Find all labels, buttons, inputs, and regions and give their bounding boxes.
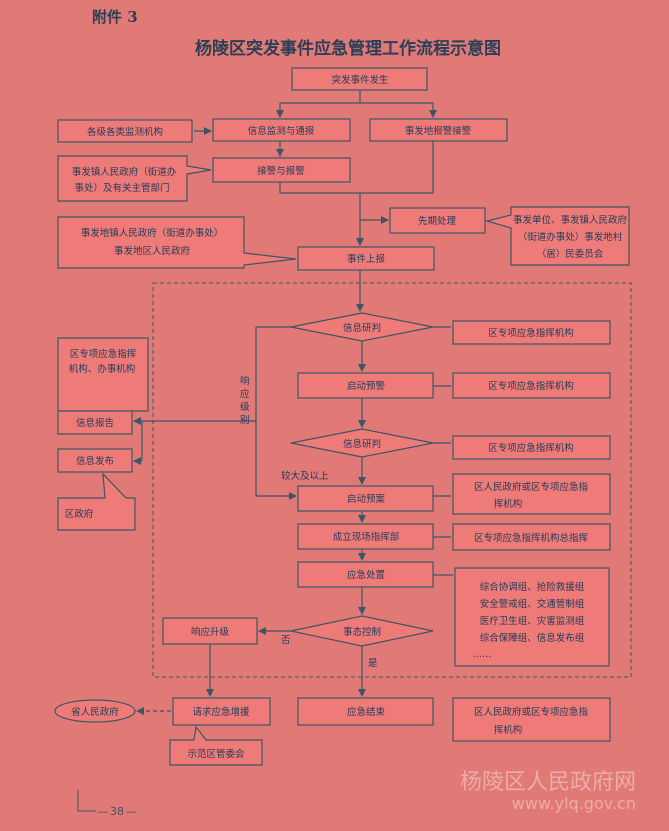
receive-src-line-2: 事处）及有关主管部门 (74, 182, 169, 194)
upreport-label: 事件上报 (347, 253, 386, 265)
response-level-char-4: 别 (240, 415, 250, 426)
site-box (297, 523, 434, 550)
receive-label: 接警与报警 (257, 165, 305, 177)
page-title: 杨陵区突发事件应急管理工作流程示意图 (195, 38, 501, 59)
yes-label: 是 (368, 658, 378, 669)
handle-src-line-3: 医疗卫生组、灾害监测组 (480, 615, 585, 627)
province-label: 省人民政府 (71, 706, 119, 718)
watermark-url: www.ylq.gov.cn (512, 794, 636, 813)
receive-src-callout (57, 155, 212, 202)
handle-label: 应急处置 (347, 569, 385, 581)
judge1-src-label: 区专项应急指挥机构 (488, 327, 574, 339)
response-level-char-2: 应 (240, 388, 250, 400)
upgrade-label: 响应升级 (191, 626, 230, 638)
response-level-char-3: 级 (240, 401, 250, 413)
end-src-line-1: 区人民政府或区专项应急指 (474, 706, 589, 718)
response-level-char-1: 响 (240, 375, 250, 387)
handle-src-line-4: 综合保障组、信息发布组 (480, 632, 585, 644)
info-publish-src-label: 区政府 (65, 508, 94, 520)
request-label: 请求应急增援 (192, 706, 250, 718)
early-box (389, 207, 486, 234)
monitor-box (212, 118, 351, 142)
upgrade-box (162, 617, 258, 645)
upreport-src-line-2: 事发地区人民政府 (114, 245, 191, 257)
upreport-src-callout (57, 216, 297, 269)
receive-box (212, 157, 351, 183)
warn-label: 启动预警 (347, 380, 386, 392)
watermark-name: 杨陵区人民政府网 (460, 770, 636, 795)
handle-src-box (454, 567, 610, 667)
province-ellipse (54, 699, 136, 723)
info-publish-src-callout (57, 472, 136, 531)
end-src-line-2: 挥机构 (494, 724, 523, 736)
site-src-label: 区专项应急指挥机构总指挥 (474, 532, 589, 544)
attachment-label: 附件 3 (92, 8, 138, 26)
upreport-box (297, 246, 435, 271)
info-publish-label: 信息发布 (76, 455, 114, 467)
major-label: 较大及以上 (281, 470, 329, 482)
plan-label: 启动预案 (347, 493, 386, 505)
handle-src-line-1: 综合协调组、抢险救援组 (480, 581, 585, 593)
end-src-box (452, 697, 611, 742)
judge2-label: 信息研判 (343, 438, 381, 450)
page-number: 38 (110, 805, 124, 818)
info-report-src-line-1: 区专项应急指挥 (70, 348, 137, 360)
plan-src-line-2: 挥机构 (494, 498, 523, 510)
end-label: 应急结束 (347, 706, 386, 718)
info-publish-box (57, 448, 133, 473)
judge1-label: 信息研判 (343, 322, 381, 334)
plan-box (297, 485, 434, 512)
warn-box (297, 372, 434, 399)
demo-label: 示范区管委会 (187, 748, 245, 760)
response-region (152, 282, 632, 678)
judge2-src-label: 区专项应急指挥机构 (488, 442, 574, 454)
judge2-src-box (452, 435, 611, 460)
monitor-label: 信息监测与通报 (248, 125, 315, 137)
page-number-dash-right: — (126, 805, 137, 818)
end-box (297, 697, 434, 726)
early-src-line-2: （街道办事处）事发地村 (518, 231, 623, 243)
page-corner-mark (77, 790, 96, 812)
request-box (172, 697, 271, 726)
receive-src-line-1: 事发镇人民政府（街道办 (72, 166, 177, 178)
upreport-src-line-1: 事发地镇人民政府（街道办事处） (81, 227, 224, 239)
report-alarm-box (369, 118, 508, 142)
start-label: 突发事件发生 (331, 74, 389, 86)
info-report-src-line-2: 机构、办事机构 (69, 363, 136, 375)
info-report-box (57, 410, 133, 435)
connectors (133, 90, 453, 715)
early-src-callout (484, 206, 630, 266)
early-label: 先期处理 (418, 215, 457, 227)
warn-src-box (452, 372, 611, 399)
handle-src-line-5: …… (473, 649, 492, 660)
early-src-line-1: 事发单位、事发镇人民政府 (513, 214, 628, 226)
handle-box (297, 561, 434, 588)
page-number-dash-left: — (97, 805, 108, 818)
judge1-src-box (452, 320, 611, 345)
plan-src-line-1: 区人民政府或区专项应急指 (474, 481, 589, 493)
warn-src-label: 区专项应急指挥机构 (488, 380, 574, 392)
early-src-line-3: （居）民委员会 (537, 248, 604, 260)
handle-src-line-2: 安全警戒组、交通管制组 (480, 598, 585, 610)
report-alarm-label: 事发地报警接警 (405, 125, 472, 137)
monitor-src-label: 各级各类监测机构 (87, 126, 163, 138)
site-src-box (452, 523, 611, 551)
site-label: 成立现场指挥部 (333, 531, 400, 543)
control-label: 事态控制 (343, 626, 381, 638)
no-label: 否 (281, 635, 291, 646)
info-report-label: 信息报告 (76, 417, 114, 429)
demo-callout (169, 725, 263, 766)
monitor-src-box (57, 119, 193, 143)
plan-src-box (452, 473, 611, 515)
